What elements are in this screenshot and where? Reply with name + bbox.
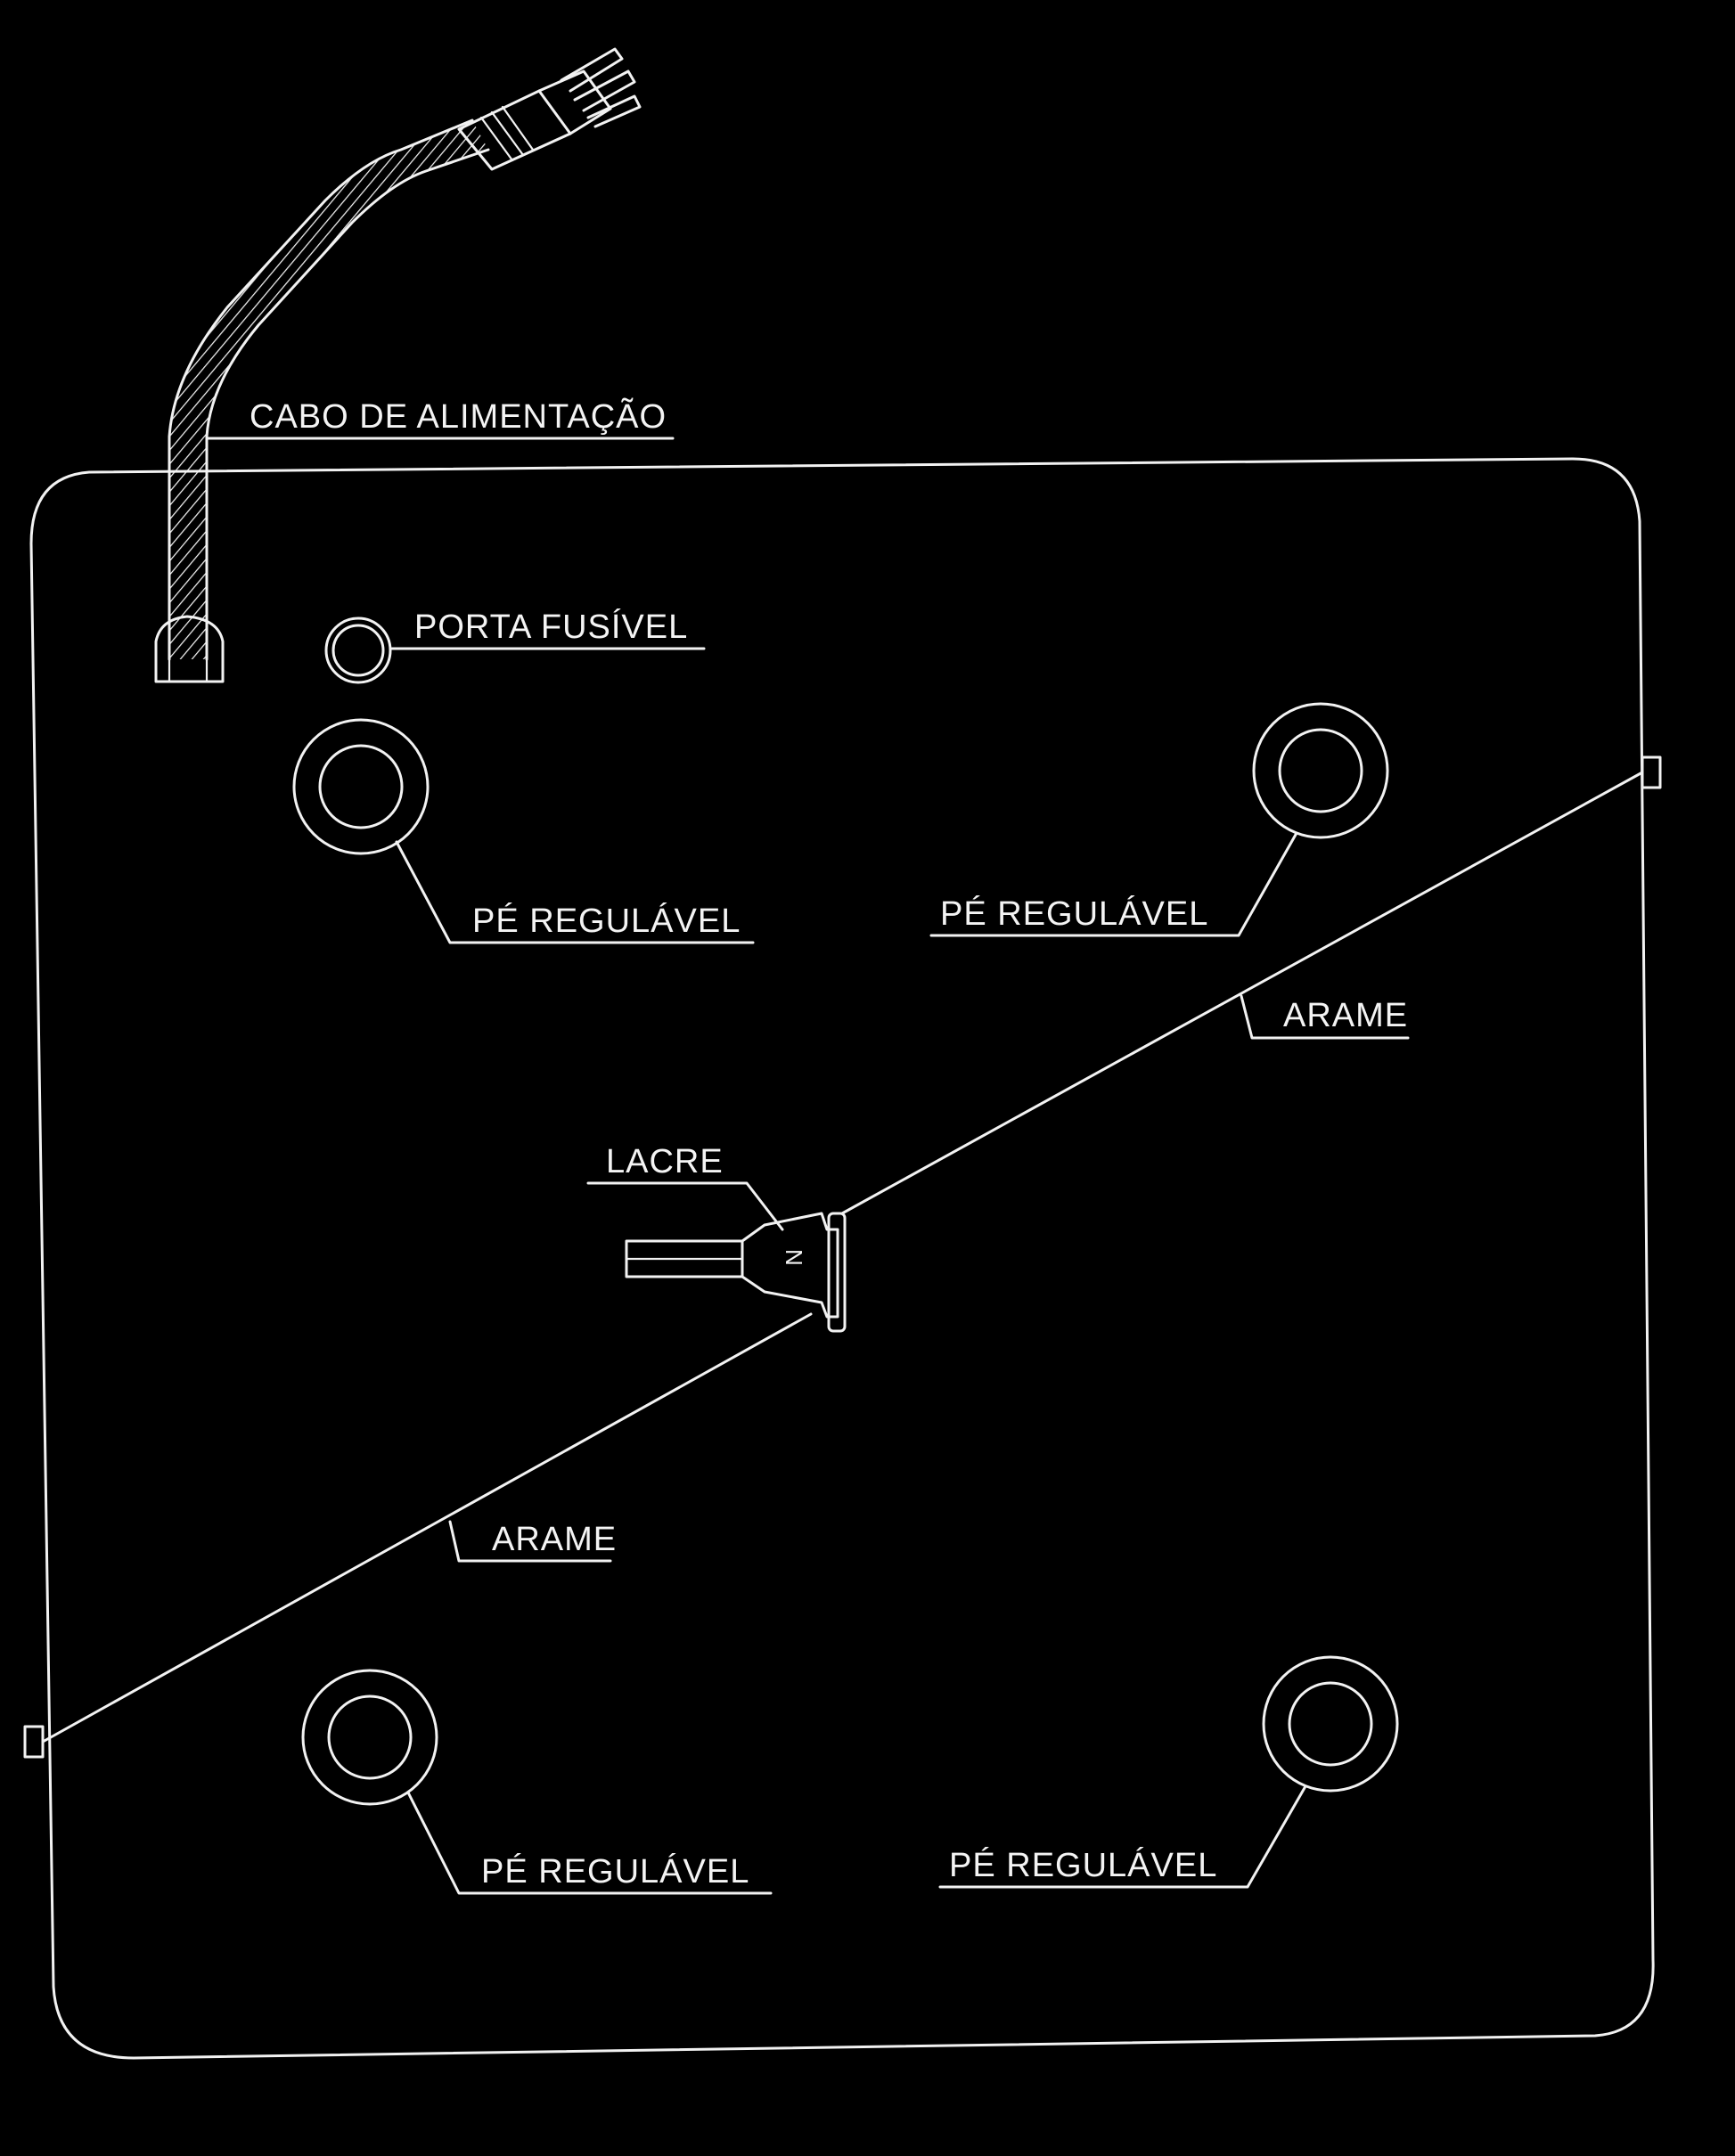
label-fuse-holder: PORTA FUSÍVEL — [414, 608, 688, 646]
wire-anchor-right — [1641, 755, 1662, 789]
wire-anchor-left — [23, 1725, 45, 1759]
label-foot-bottom-left: PÉ REGULÁVEL — [481, 1852, 749, 1891]
plug-prong-2 — [573, 69, 636, 112]
adjustable-foot-top-left — [292, 718, 430, 855]
cable-grommet — [154, 615, 225, 683]
power-cable — [154, 47, 642, 683]
wire-upper — [840, 771, 1644, 1215]
adjustable-foot-top-right — [1252, 702, 1389, 839]
seal-mark: N — [781, 1249, 807, 1266]
fuse-holder — [324, 617, 392, 684]
seal: N — [625, 1212, 847, 1333]
adjustable-foot-bottom-right — [1262, 1655, 1399, 1793]
label-wire-lower: ARAME — [492, 1521, 617, 1558]
cable-hatch-fill — [169, 120, 488, 659]
label-foot-top-right: PÉ REGULÁVEL — [940, 894, 1208, 933]
wire-lower — [41, 1312, 813, 1744]
adjustable-foot-bottom-left — [301, 1669, 438, 1806]
label-seal: LACRE — [606, 1143, 724, 1180]
device-body-outline — [29, 457, 1655, 2060]
label-foot-top-left: PÉ REGULÁVEL — [472, 902, 741, 940]
label-foot-bottom-right: PÉ REGULÁVEL — [949, 1846, 1217, 1884]
plug-prong-1 — [560, 47, 624, 93]
plug-prong-3 — [586, 94, 642, 128]
label-power-cable: CABO DE ALIMENTAÇÃO — [250, 397, 667, 436]
label-wire-upper: ARAME — [1283, 997, 1408, 1034]
